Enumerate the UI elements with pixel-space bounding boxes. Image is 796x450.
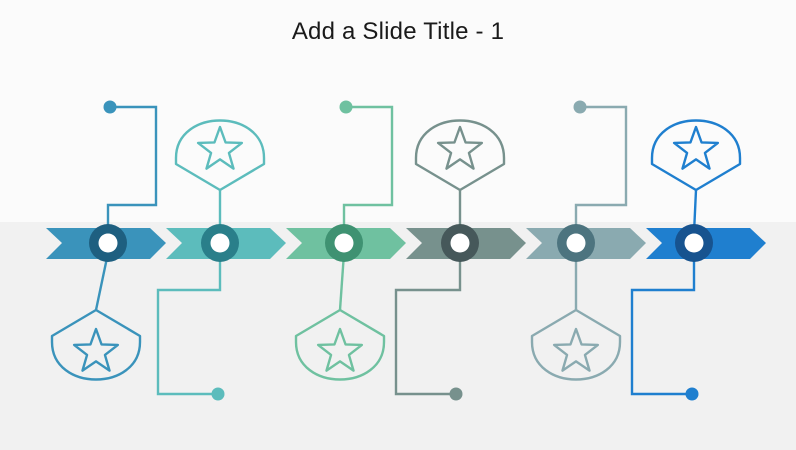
connector-dot-6 bbox=[686, 388, 699, 401]
star-icon bbox=[74, 329, 118, 371]
node-center-2[interactable] bbox=[211, 234, 230, 253]
connector-line-5 bbox=[576, 107, 626, 235]
connector-dot-5 bbox=[574, 101, 587, 114]
node-center-1[interactable] bbox=[99, 234, 118, 253]
star-icon bbox=[438, 127, 482, 169]
node-center-5[interactable] bbox=[567, 234, 586, 253]
connector-line-6 bbox=[632, 251, 694, 394]
badge-shield-6[interactable] bbox=[652, 121, 740, 191]
connector-dot-3 bbox=[340, 101, 353, 114]
node-center-4[interactable] bbox=[451, 234, 470, 253]
connector-dot-4 bbox=[450, 388, 463, 401]
star-icon bbox=[198, 127, 242, 169]
connector-line-2 bbox=[158, 251, 220, 394]
star-icon bbox=[674, 127, 718, 169]
chevrons-layer bbox=[46, 228, 766, 259]
badge-shield-4[interactable] bbox=[416, 121, 504, 191]
node-center-6[interactable] bbox=[685, 234, 704, 253]
node-center-3[interactable] bbox=[335, 234, 354, 253]
connector-line-3 bbox=[344, 107, 392, 235]
star-icon bbox=[554, 329, 598, 371]
badge-shield-3[interactable] bbox=[296, 310, 384, 380]
badge-shield-5[interactable] bbox=[532, 310, 620, 380]
connector-line-4 bbox=[396, 251, 460, 394]
badge-shield-1[interactable] bbox=[52, 310, 140, 380]
badge-shield-2[interactable] bbox=[176, 121, 264, 191]
connector-dot-1 bbox=[104, 101, 117, 114]
star-icon bbox=[318, 329, 362, 371]
connector-dot-2 bbox=[212, 388, 225, 401]
connector-line-1 bbox=[108, 107, 156, 235]
